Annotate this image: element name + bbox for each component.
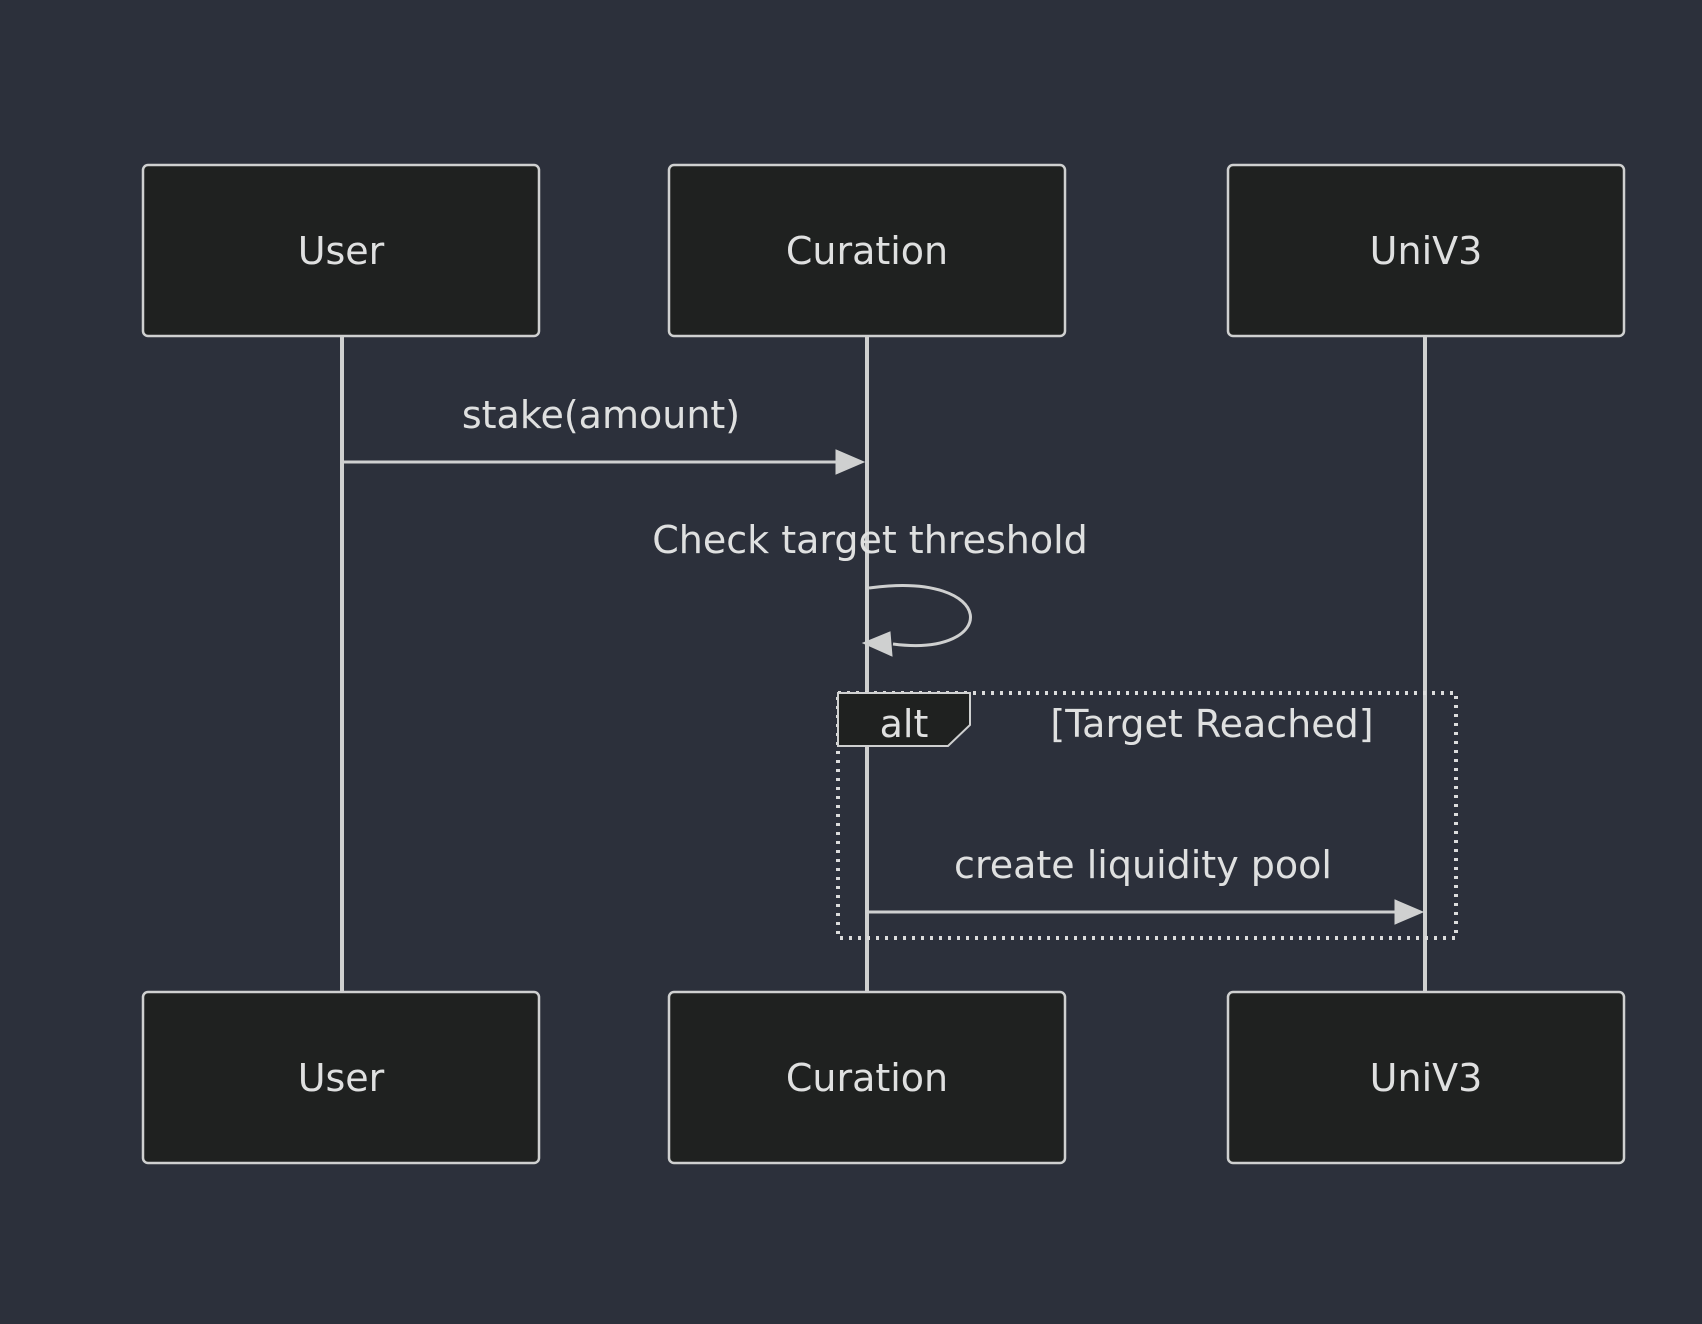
actor-univ3-bottom-box bbox=[1226, 990, 1626, 1165]
message-stake: stake(amount) bbox=[342, 393, 866, 475]
actor-curation-bottom-label: Curation bbox=[786, 1056, 948, 1100]
actor-univ3-bottom: UniV3 bbox=[1226, 990, 1626, 1165]
message-check-loop bbox=[868, 584, 972, 647]
actor-user-top: User bbox=[141, 163, 541, 338]
actor-curation-bottom: Curation bbox=[667, 990, 1067, 1165]
message-create-pool-arrowhead bbox=[1394, 899, 1425, 925]
actor-user-bottom: User bbox=[141, 990, 541, 1165]
message-check-arrowhead bbox=[861, 631, 893, 657]
message-check: Check target threshold bbox=[652, 518, 1088, 657]
actor-univ3-top-box bbox=[1226, 163, 1626, 338]
message-stake-label: stake(amount) bbox=[462, 393, 740, 437]
actor-univ3-top: UniV3 bbox=[1226, 163, 1626, 338]
alt-fragment: alt [Target Reached] bbox=[836, 691, 1458, 940]
actor-curation-bottom-box bbox=[667, 990, 1067, 1165]
actor-curation-top-box bbox=[667, 163, 1067, 338]
message-stake-arrowhead bbox=[835, 449, 866, 475]
alt-condition: [Target Reached] bbox=[1050, 702, 1373, 746]
actor-curation-top-label: Curation bbox=[786, 229, 948, 273]
alt-frame-border bbox=[836, 691, 1458, 940]
actor-user-top-box bbox=[141, 163, 541, 338]
alt-tab bbox=[837, 692, 971, 747]
message-create-pool-label: create liquidity pool bbox=[954, 843, 1332, 887]
actor-univ3-bottom-label: UniV3 bbox=[1370, 1056, 1483, 1100]
message-create-pool: create liquidity pool bbox=[869, 843, 1425, 925]
alt-keyword: alt bbox=[880, 702, 929, 746]
actor-user-bottom-box bbox=[141, 990, 541, 1165]
actor-univ3-top-label: UniV3 bbox=[1370, 229, 1483, 273]
actor-curation-top: Curation bbox=[667, 163, 1067, 338]
message-check-label: Check target threshold bbox=[652, 518, 1088, 562]
actor-user-top-label: User bbox=[298, 229, 385, 273]
actor-user-bottom-label: User bbox=[298, 1056, 385, 1100]
